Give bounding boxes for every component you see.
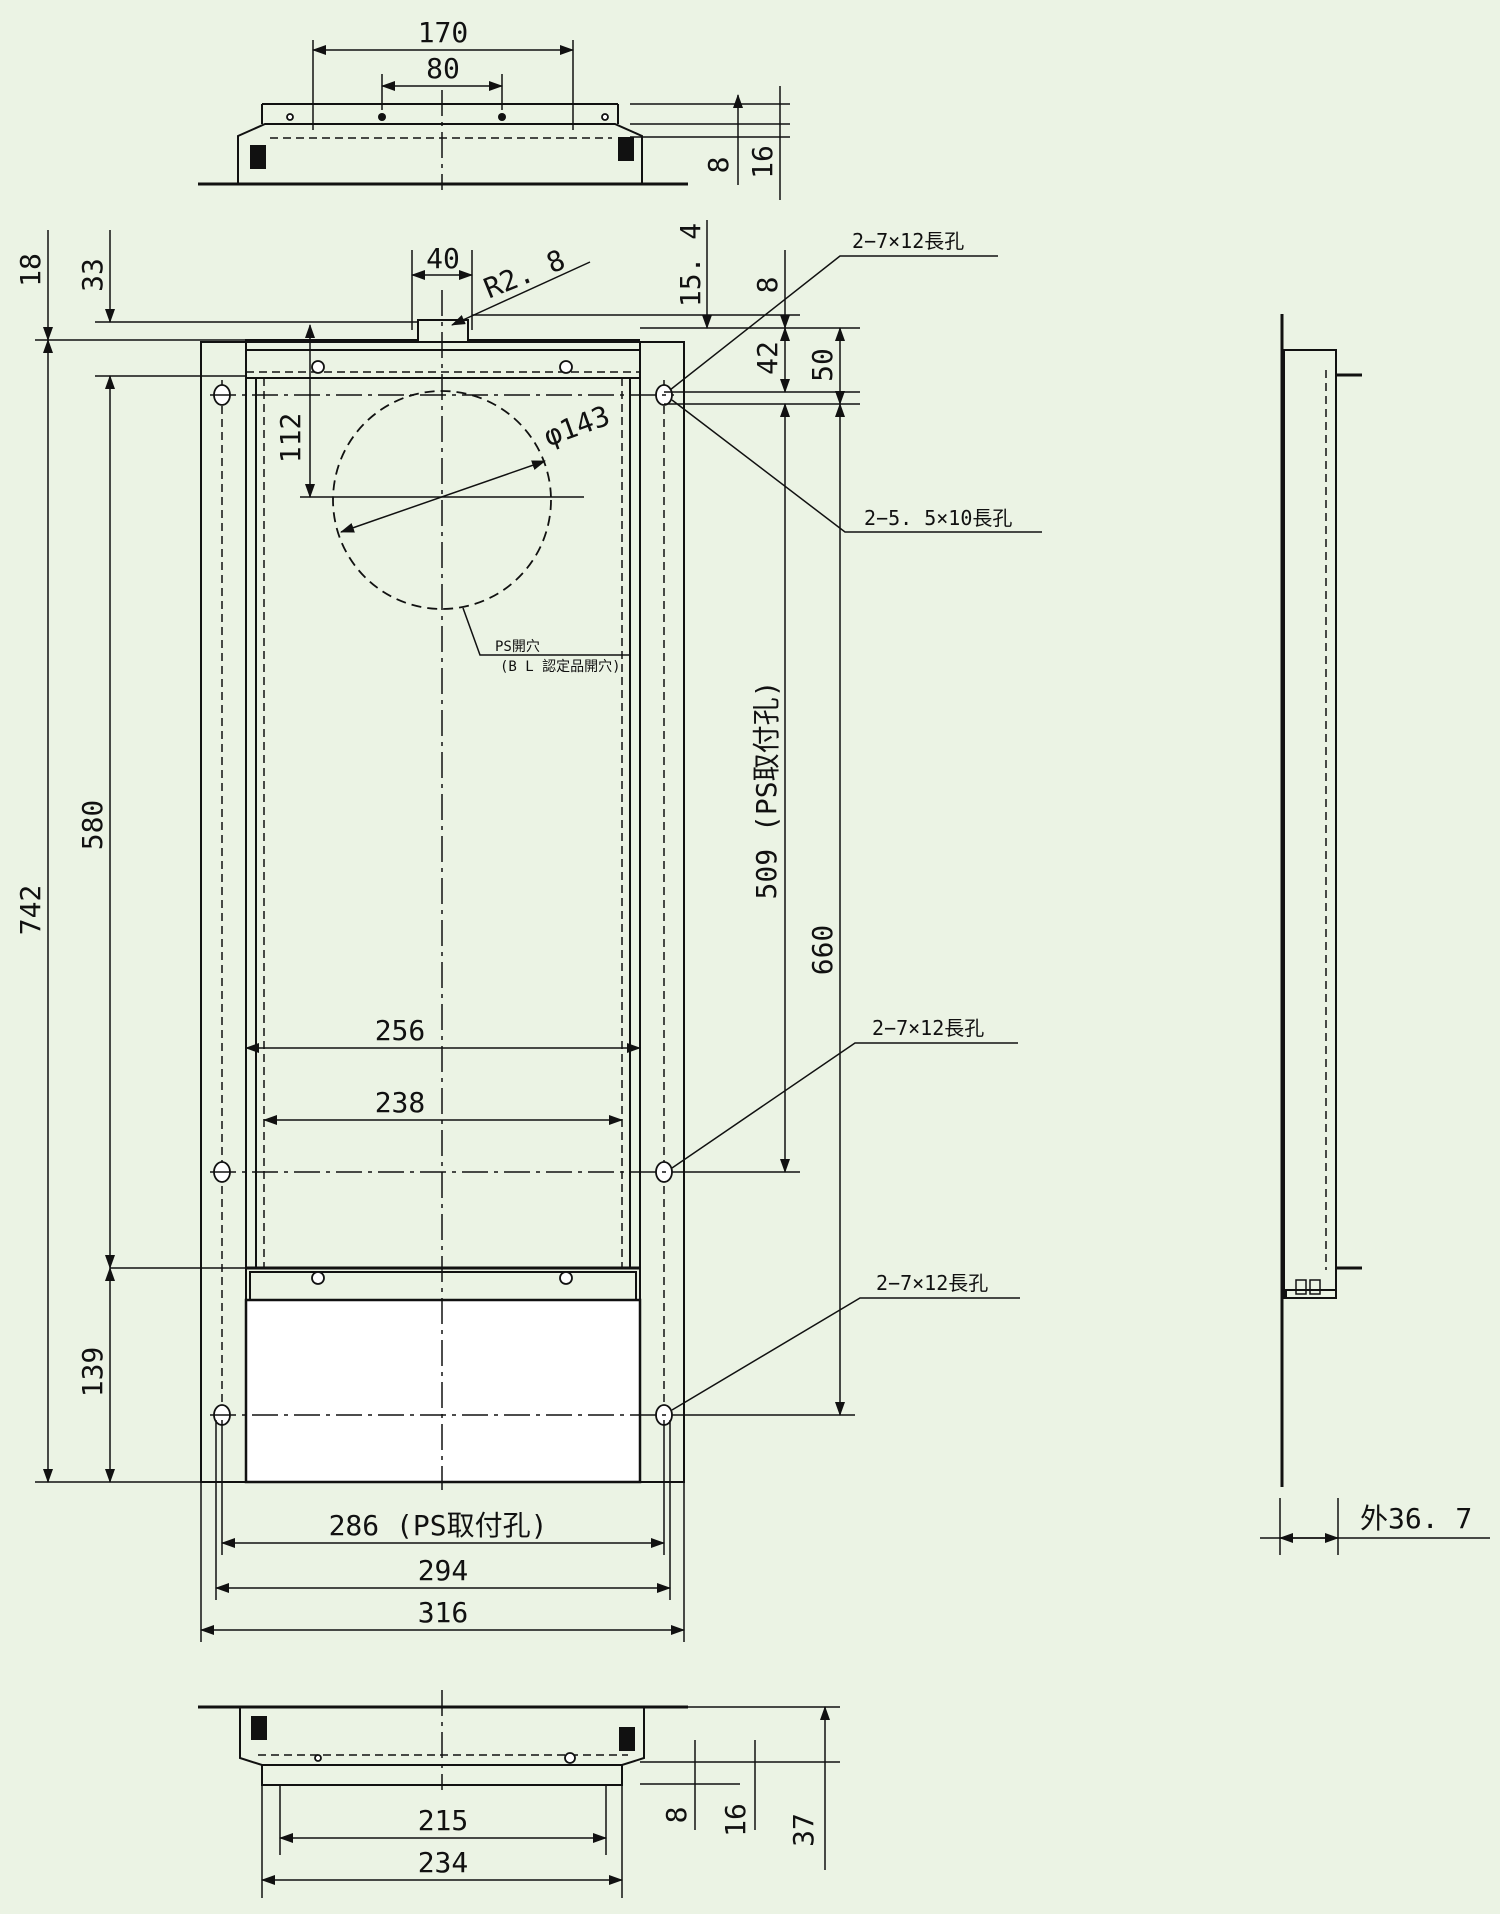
dim-294: 294 (418, 1554, 469, 1587)
front-view (200, 290, 685, 1490)
bottom-dims: 215 234 8 16 37 (261, 1706, 840, 1898)
callout-ps-hole-bl: (B L 認定品開穴) (500, 659, 621, 675)
dim-33: 33 (76, 258, 109, 292)
dim-16-bottom: 16 (719, 1803, 752, 1837)
dim-170: 170 (418, 16, 469, 49)
callout-slot-5-5: 2−5. 5×10長孔 (864, 506, 1012, 530)
dim-40: 40 (426, 242, 460, 275)
dim-8-bottom: 8 (660, 1807, 693, 1824)
dim-286: 286 (PS取付孔) (329, 1509, 548, 1542)
front-dims: 18 33 742 580 139 40 R2. 8 112 φ143 15. … (14, 220, 860, 1642)
callout-slot-top: 2−7×12長孔 (852, 229, 964, 253)
dim-660: 660 (806, 925, 839, 976)
dim-215: 215 (418, 1804, 469, 1837)
dim-phi-143: φ143 (539, 399, 614, 453)
dim-256: 256 (375, 1014, 426, 1047)
dim-580: 580 (76, 800, 109, 851)
dim-8-mid: 8 (751, 277, 784, 294)
dim-139: 139 (76, 1347, 109, 1398)
callout-ps-hole: PS開穴 (495, 639, 540, 655)
dim-r2-8: R2. 8 (479, 243, 570, 305)
top-dims: 170 80 8 16 (312, 16, 790, 200)
bottom-view (198, 1690, 688, 1790)
dim-234: 234 (418, 1846, 469, 1879)
dim-50: 50 (806, 348, 839, 382)
dim-15-4: 15. 4 (674, 223, 707, 307)
callouts: 2−7×12長孔 2−5. 5×10長孔 2−7×12長孔 2−7×12長孔 P… (462, 229, 1042, 1411)
dim-742: 742 (14, 885, 47, 936)
dim-316: 316 (418, 1596, 469, 1629)
callout-slot-bottom: 2−7×12長孔 (876, 1271, 988, 1295)
dim-8-top: 8 (702, 157, 735, 174)
side-view: 外36. 7 (1260, 314, 1490, 1555)
dim-80: 80 (426, 52, 460, 85)
dim-238: 238 (375, 1086, 426, 1119)
dim-509: 509 (PS取付孔) (750, 681, 783, 900)
dim-37: 37 (787, 1813, 820, 1847)
dim-112: 112 (274, 413, 307, 464)
dim-16-top: 16 (746, 145, 779, 179)
top-view (198, 90, 688, 190)
dim-18: 18 (14, 253, 47, 287)
callout-slot-mid: 2−7×12長孔 (872, 1016, 984, 1040)
dim-42: 42 (751, 341, 784, 375)
dim-36-7: 外36. 7 (1360, 1502, 1472, 1535)
